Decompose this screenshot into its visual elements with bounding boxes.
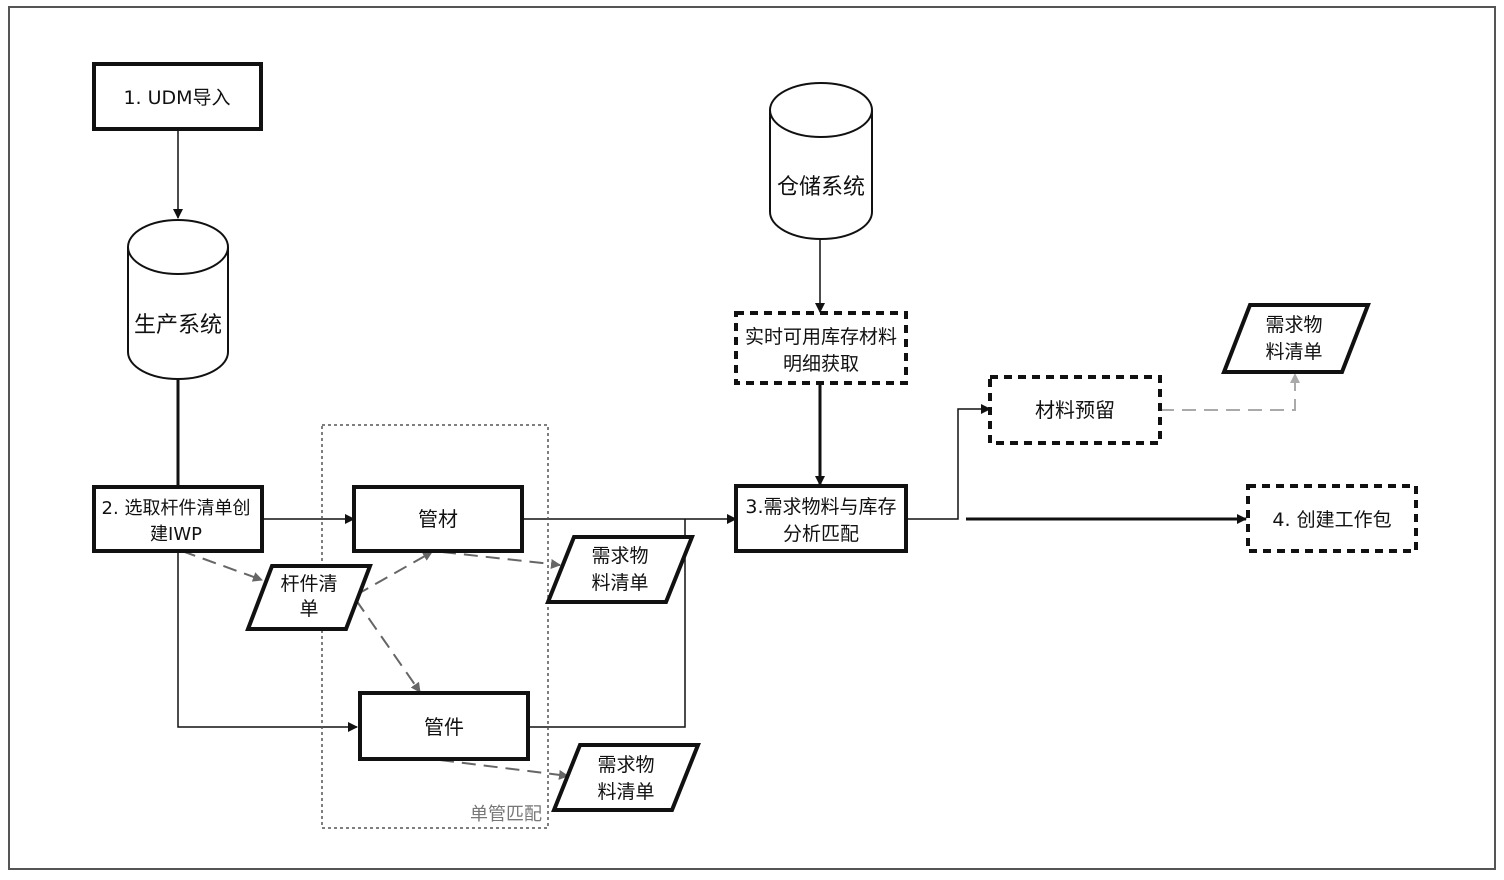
arrow-reservation-to-demand-list (1160, 373, 1300, 411)
match-demand-stock-line1: 3.需求物料与库存 (745, 496, 896, 518)
outer-frame (8, 6, 1496, 870)
pipe-material-node: 管材 (352, 485, 524, 553)
demand-list-material-line2: 料清单 (591, 572, 648, 594)
udm-import-label: 1. UDM导入 (123, 87, 230, 109)
production-system-database: 生产系统 (127, 219, 229, 380)
member-list-line1: 杆件清 (280, 573, 337, 595)
demand-list-reservation-line2: 料清单 (1265, 341, 1322, 363)
arrow-step3-to-reservation (906, 404, 991, 520)
warehouse-system-label: 仓储系统 (777, 175, 865, 200)
arrow-step2-to-pipe-fitting (177, 551, 358, 732)
match-demand-stock-line2: 分析匹配 (783, 523, 859, 545)
material-reservation-node: 材料预留 (988, 375, 1162, 445)
realtime-stock-line2: 明细获取 (783, 353, 859, 375)
connectors (173, 130, 1300, 780)
arrow-member-list-to-pipe-fitting (355, 599, 421, 693)
match-demand-stock-node: 3.需求物料与库存 分析匹配 (734, 484, 908, 553)
pipe-material-label: 管材 (418, 507, 458, 531)
select-member-list-line1: 2. 选取杆件清单创 (102, 498, 251, 519)
demand-list-fitting-line2: 料清单 (597, 781, 654, 803)
realtime-stock-node: 实时可用库存材料 明细获取 (734, 311, 908, 385)
arrow-step2-to-member-list (181, 550, 263, 582)
demand-list-fitting-data: 需求物 料清单 (551, 743, 701, 812)
warehouse-system-database: 仓储系统 (769, 82, 873, 240)
create-work-package-label: 4. 创建工作包 (1272, 509, 1391, 531)
arrow-member-list-to-pipe-material (355, 551, 433, 596)
pipe-fitting-label: 管件 (424, 715, 464, 739)
select-member-list-node: 2. 选取杆件清单创 建IWP (92, 485, 264, 553)
demand-list-reservation-line1: 需求物 (1265, 314, 1322, 336)
realtime-stock-line1: 实时可用库存材料 (745, 326, 897, 348)
create-work-package-node: 4. 创建工作包 (1246, 484, 1418, 553)
production-system-label: 生产系统 (134, 313, 222, 338)
single-pipe-match-label: 单管匹配 (470, 804, 542, 825)
material-reservation-label: 材料预留 (1035, 398, 1115, 422)
member-list-line2: 单 (299, 598, 318, 620)
line-pipe-fitting-to-step3 (528, 519, 686, 728)
udm-import-node: 1. UDM导入 (92, 62, 263, 131)
select-member-list-line2: 建IWP (150, 524, 202, 545)
arrow-pipe-material-to-demand-list (441, 551, 561, 569)
demand-list-fitting-line1: 需求物 (597, 754, 654, 776)
demand-list-material-data: 需求物 料清单 (545, 535, 695, 604)
demand-list-material-line1: 需求物 (591, 545, 648, 567)
arrow-pipe-fitting-to-demand-list (439, 759, 569, 780)
demand-list-reservation-data: 需求物 料清单 (1221, 303, 1371, 374)
member-list-data: 杆件清 单 (245, 564, 373, 631)
pipe-fitting-node: 管件 (358, 691, 530, 761)
